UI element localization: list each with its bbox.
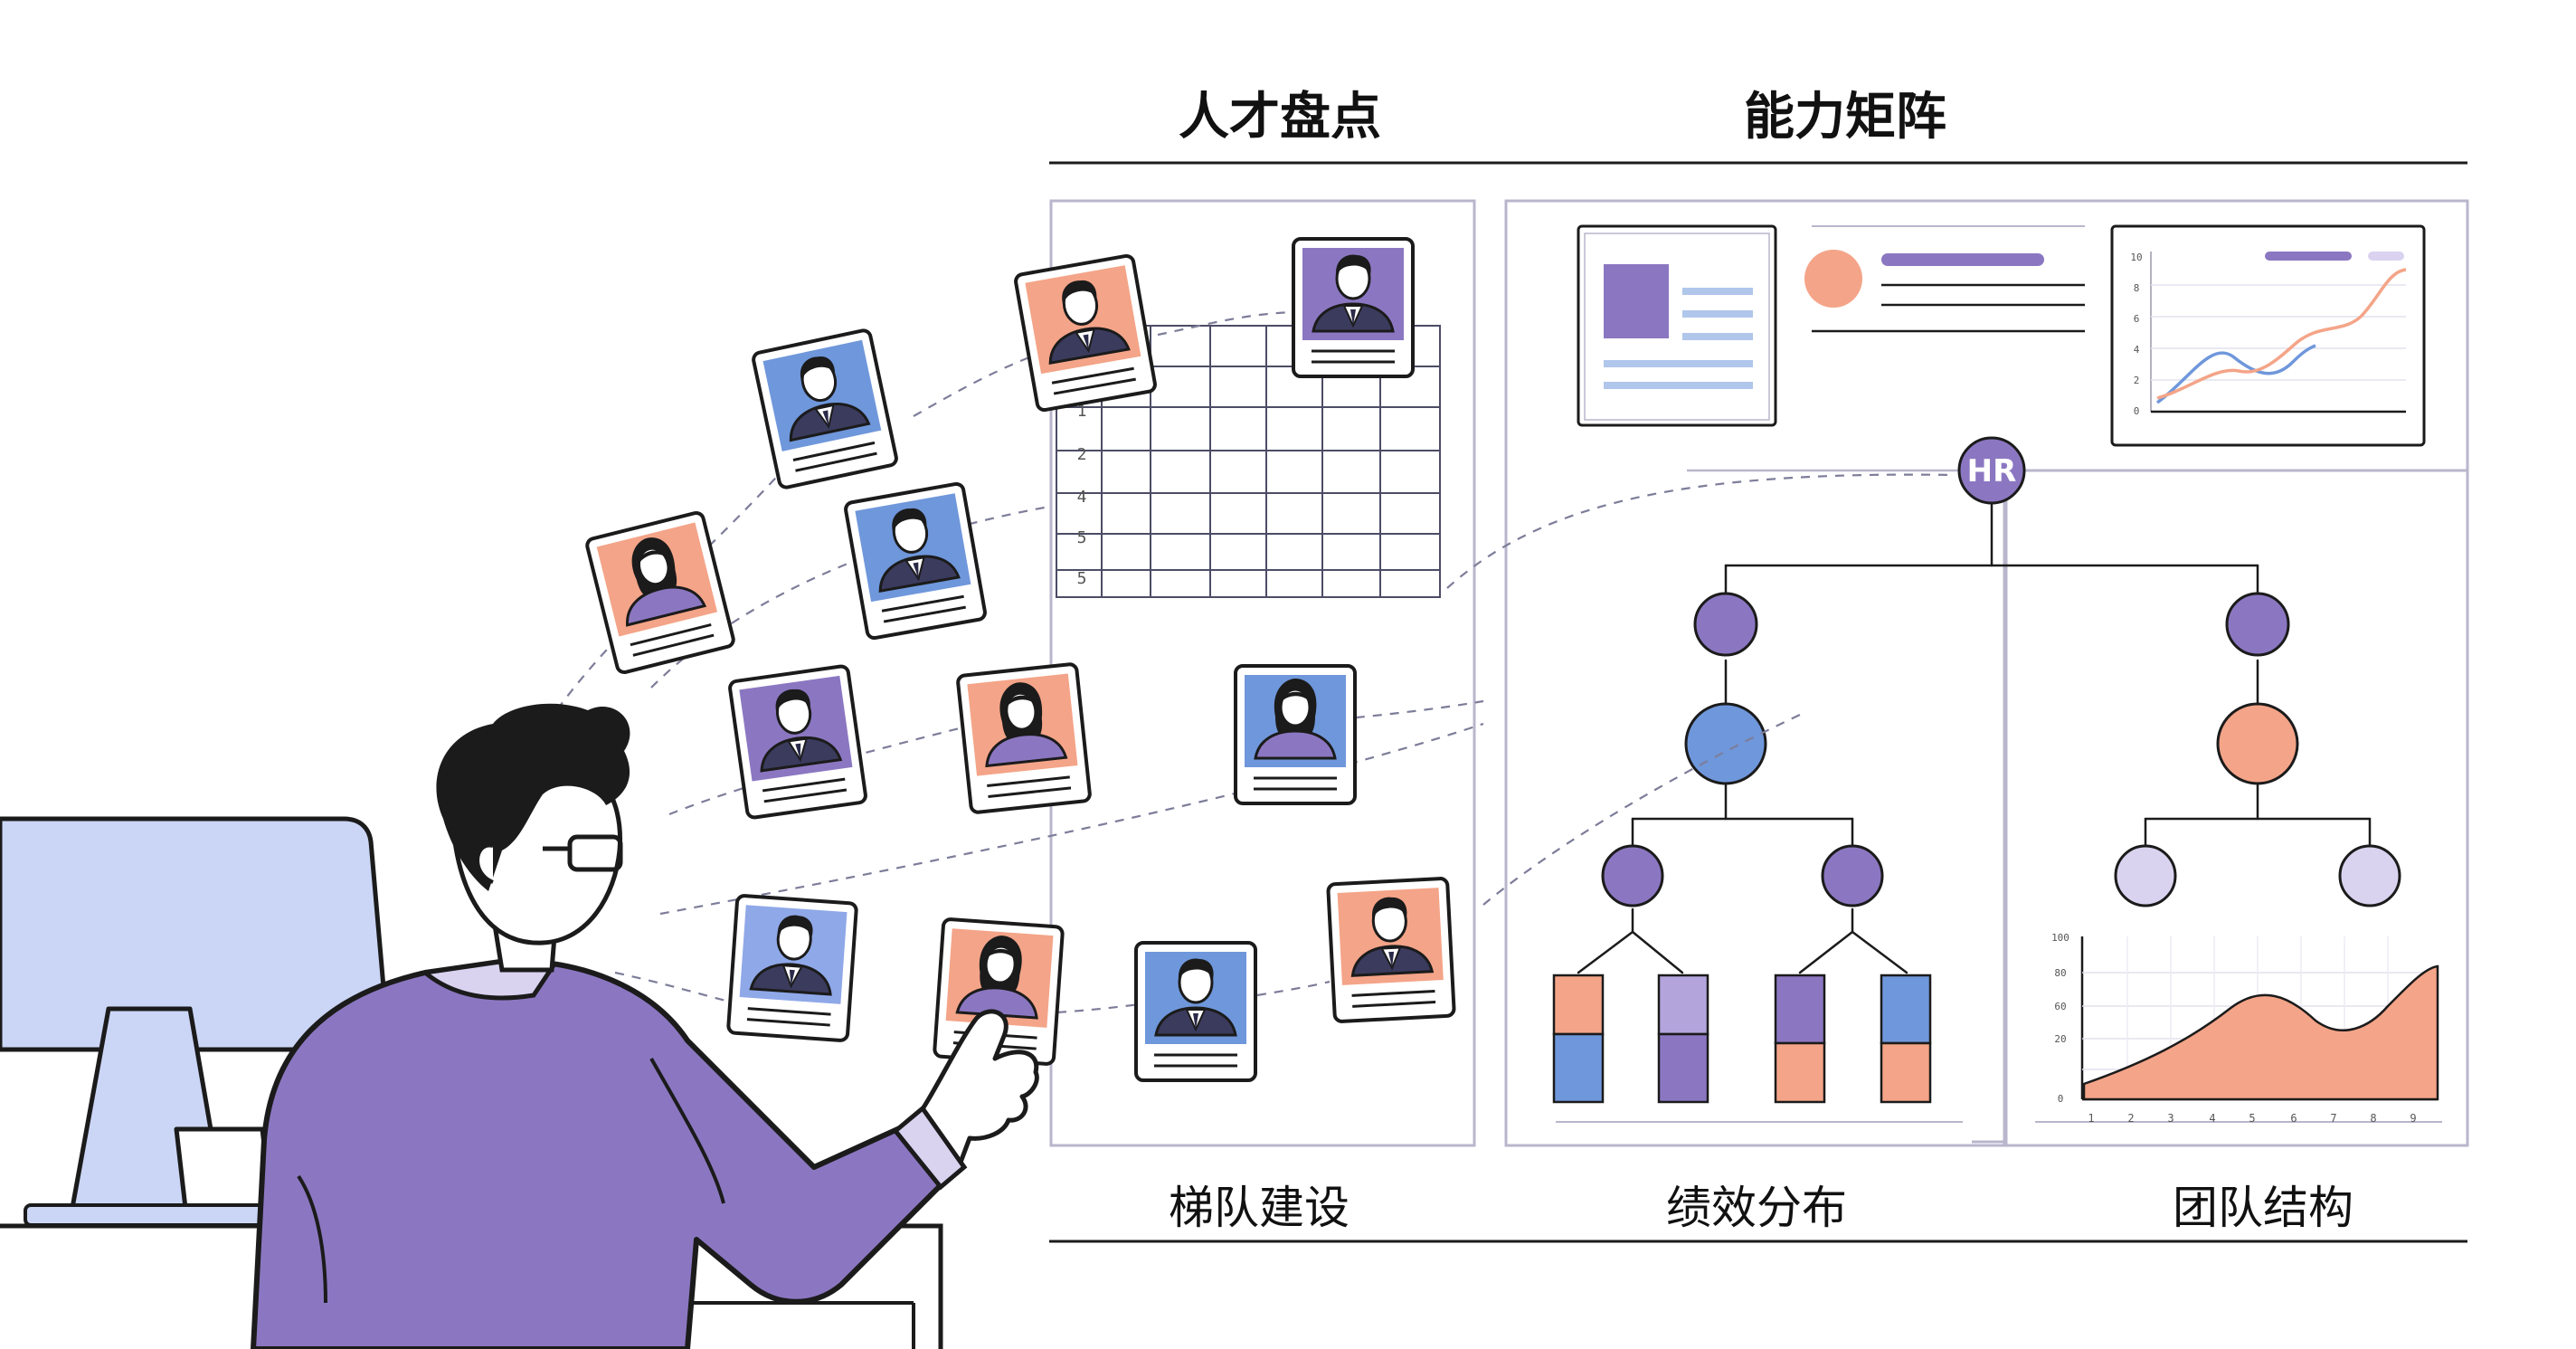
- line-chart-tick: 10: [2130, 252, 2142, 263]
- footer-succession: 梯队建设: [1169, 1182, 1350, 1234]
- performance-bars: [1552, 974, 1932, 1104]
- line-chart-tick: 4: [2134, 344, 2140, 356]
- area-chart-y-tick: 80: [2054, 967, 2066, 979]
- area-chart-x-tick: 1: [2088, 1112, 2094, 1125]
- area-chart-x-tick: 8: [2370, 1112, 2376, 1125]
- org-node-manager-right: [2225, 592, 2290, 657]
- employee-card: [1134, 941, 1257, 1082]
- heading-capability-matrix: 能力矩阵: [1744, 88, 1946, 147]
- employee-card: [1234, 664, 1357, 805]
- matrix-row-label: 4: [1077, 488, 1087, 507]
- area-chart-x-tick: 3: [2167, 1112, 2174, 1125]
- document-card: [1577, 224, 1777, 427]
- employee-card: [583, 509, 737, 676]
- employee-card: [842, 480, 989, 641]
- employee-card: [932, 917, 1065, 1067]
- employee-card: [1292, 237, 1415, 378]
- area-chart-y-tick: 100: [2051, 932, 2069, 944]
- footer-performance: 绩效分布: [1666, 1182, 1847, 1234]
- matrix-row-label: 5: [1077, 569, 1087, 588]
- area-chart-x-tick: 2: [2127, 1112, 2134, 1125]
- employee-card: [1012, 252, 1159, 413]
- analyst-person: [251, 703, 1039, 1349]
- line-chart-tick: 8: [2134, 282, 2140, 294]
- computer-monitor: [0, 816, 392, 1227]
- matrix-row-label: 1: [1077, 402, 1087, 421]
- avatar: [1804, 250, 1862, 308]
- org-node-lead-right: [2216, 702, 2299, 785]
- employee-card: [727, 663, 868, 821]
- area-chart-y-tick: 60: [2054, 1001, 2066, 1012]
- employee-card: [955, 661, 1093, 815]
- org-node-member: [2338, 844, 2401, 907]
- org-node-manager-left: [1693, 592, 1758, 657]
- matrix-row-label: 5: [1077, 528, 1087, 547]
- team-area: [2082, 964, 2439, 1101]
- matrix-row-labels: 1 2 4 5 5: [1077, 402, 1087, 588]
- employee-card: [750, 327, 900, 491]
- heading-talent-review: 人才盘点: [1179, 88, 1381, 147]
- line-chart-tick: 2: [2134, 375, 2140, 386]
- footer-team-structure: 团队结构: [2173, 1182, 2353, 1234]
- org-node-lead-left: [1684, 702, 1767, 785]
- trend-line-salmon: [2156, 268, 2407, 400]
- matrix-row-label: 2: [1077, 445, 1087, 464]
- hr-hub-label: HR: [1967, 453, 2017, 489]
- area-chart-x-tick: 6: [2290, 1112, 2297, 1125]
- area-chart-x-tick: 9: [2410, 1112, 2416, 1125]
- org-node-member: [1821, 844, 1884, 907]
- org-chart-connectors: [1577, 469, 2424, 974]
- line-chart-tick: 6: [2134, 313, 2140, 325]
- profile-summary: [1804, 225, 2085, 333]
- team-area-chart: 100 80 60 20 0 1 2 3 4 5 6 7 8 9: [2051, 932, 2439, 1125]
- line-chart-tick: 0: [2134, 405, 2140, 417]
- area-chart-x-tick: 5: [2249, 1112, 2255, 1125]
- area-chart-y-tick: 0: [2058, 1093, 2064, 1105]
- area-chart-x-tick: 7: [2330, 1112, 2336, 1125]
- area-chart-y-tick: 20: [2054, 1033, 2066, 1045]
- trend-line-chart: 10 8 6 4 2 0: [2110, 224, 2426, 447]
- employee-card: [725, 893, 859, 1043]
- hr-hub-node: [1957, 436, 2026, 505]
- org-node-member: [2114, 844, 2177, 907]
- area-chart-x-tick: 4: [2209, 1112, 2215, 1125]
- trend-line-blue: [2155, 344, 2316, 404]
- employee-card: [1328, 879, 1454, 1022]
- org-node-member: [1601, 844, 1664, 907]
